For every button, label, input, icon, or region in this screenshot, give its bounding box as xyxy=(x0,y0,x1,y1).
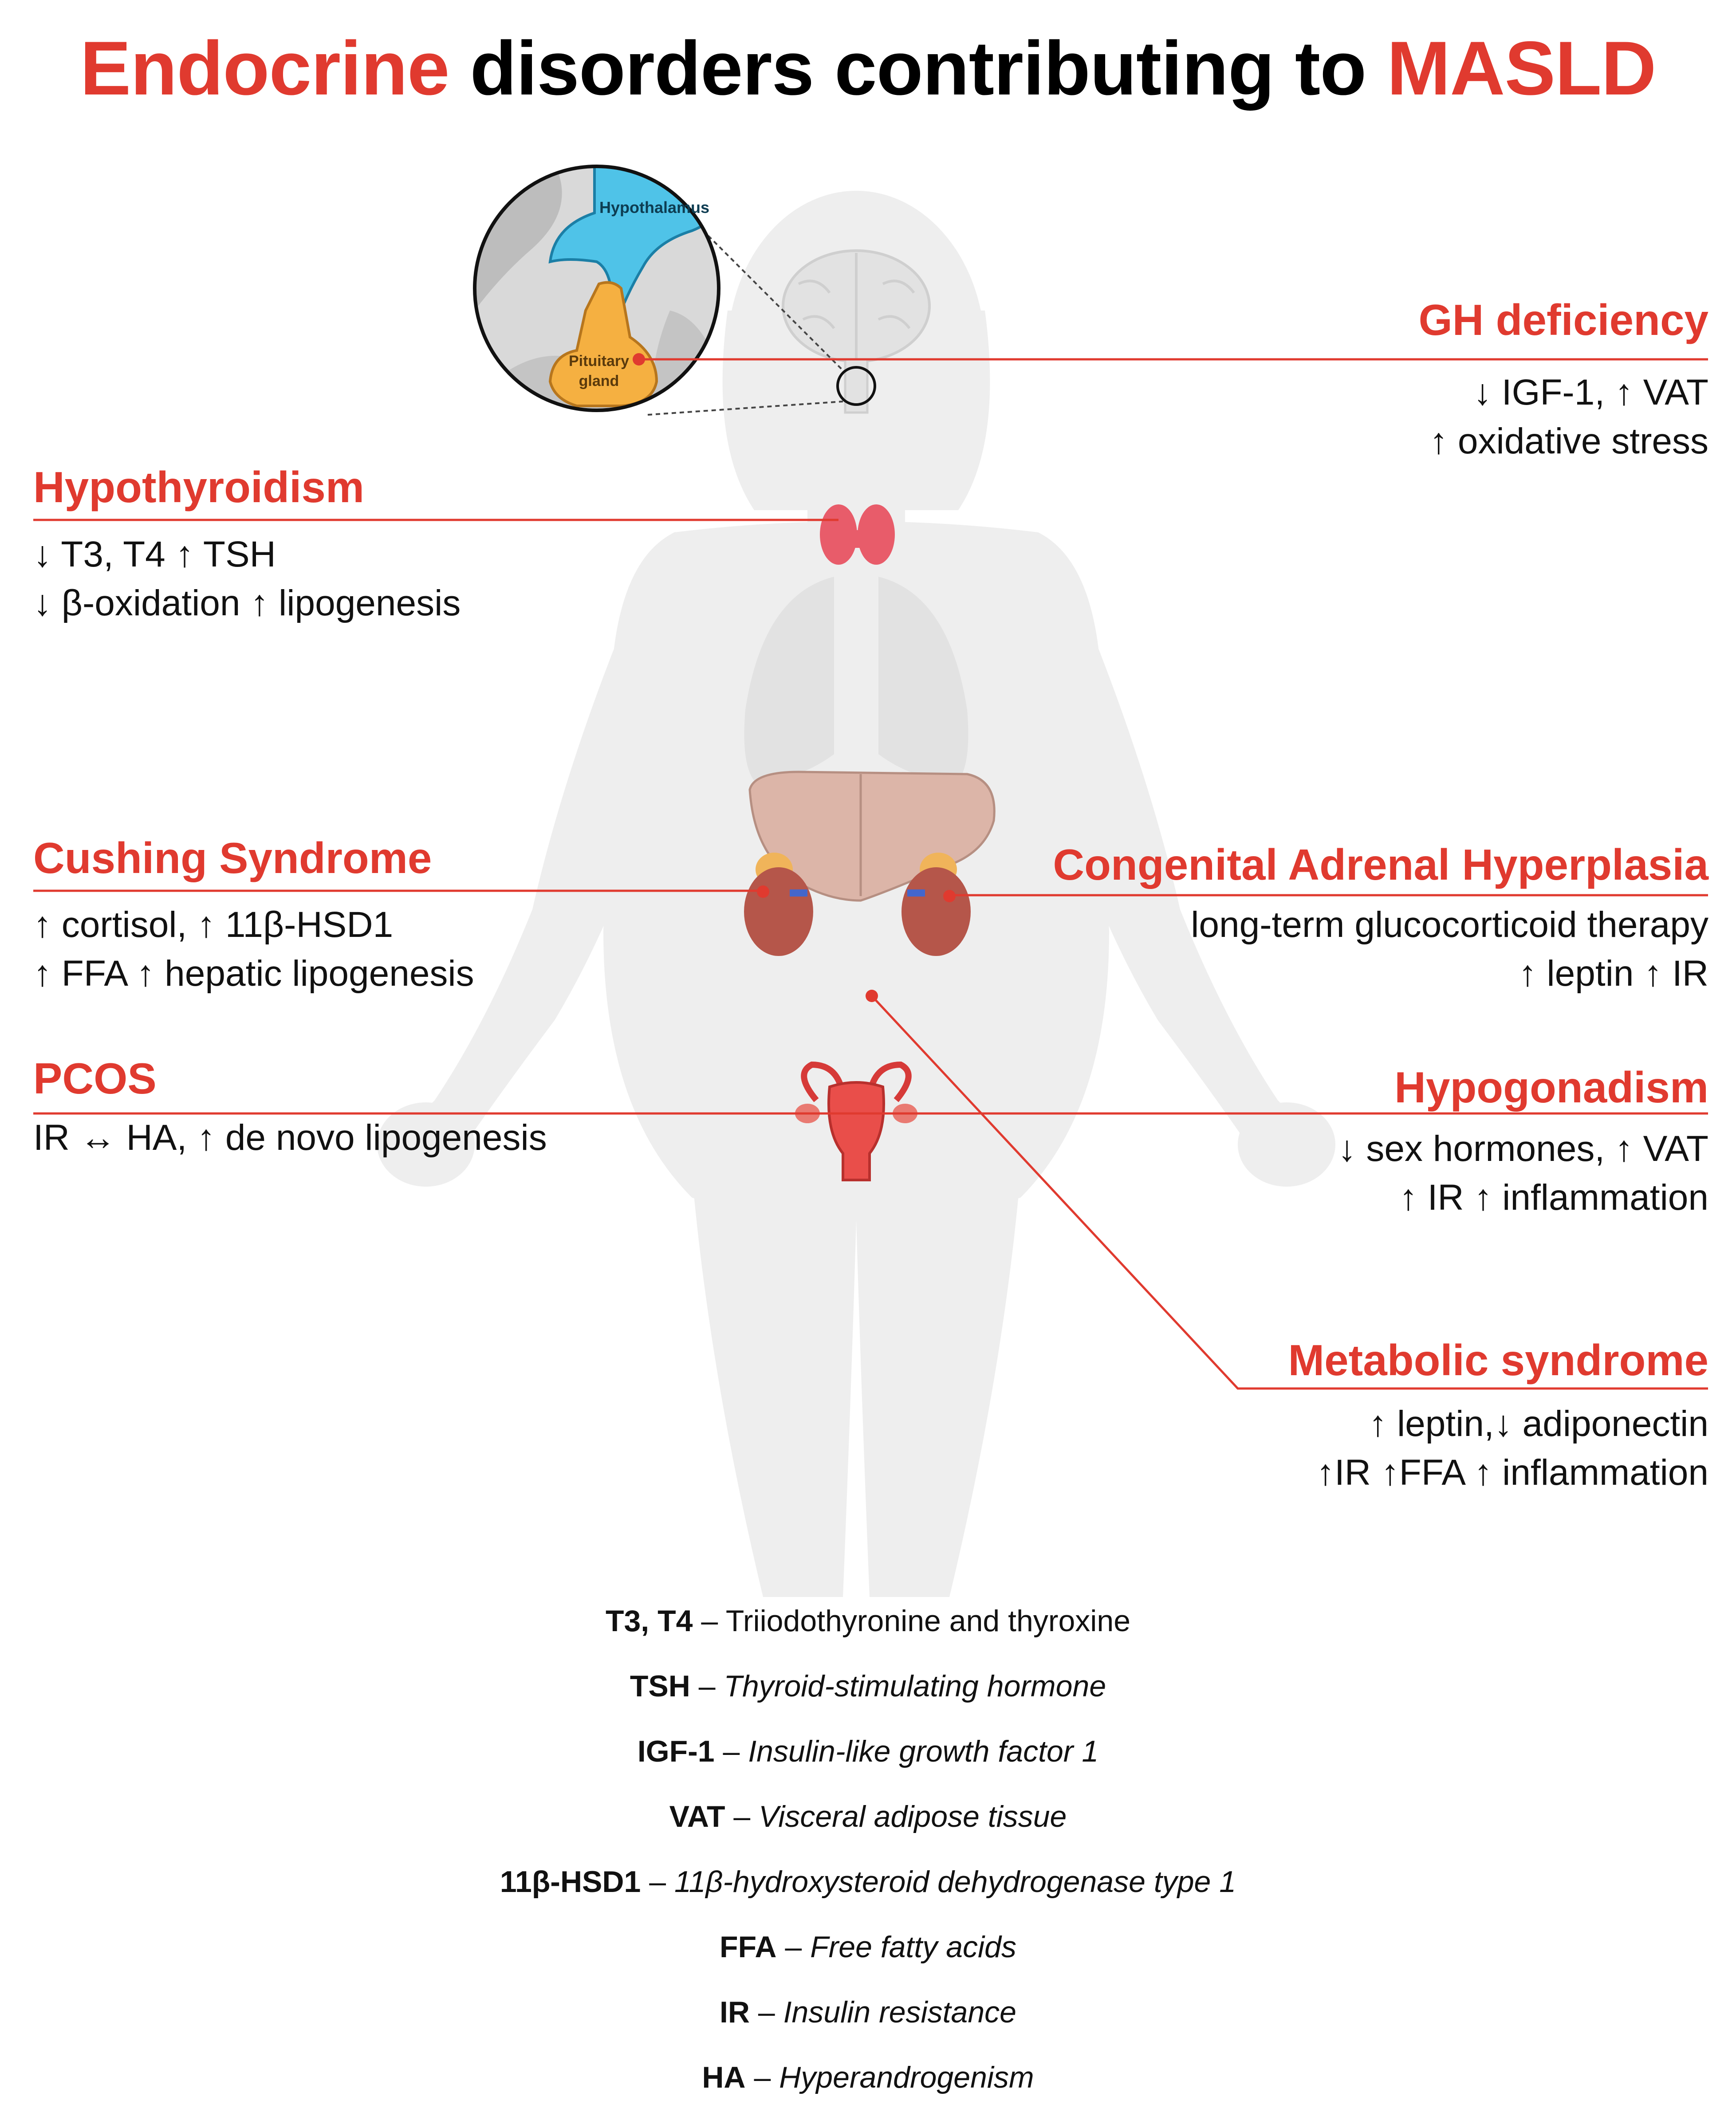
condition-cah-details: long-term glucocorticoid therapy ↑ lepti… xyxy=(1191,901,1708,998)
legend-definition: Free fatty acids xyxy=(810,1930,1016,1964)
legend-row: IR – Insulin resistance xyxy=(0,1995,1736,2060)
legend-separator: – xyxy=(693,1604,726,1638)
detail-line: IR ↔ HA, ↑ de novo lipogenesis xyxy=(33,1117,547,1158)
condition-pcos-details: IR ↔ HA, ↑ de novo lipogenesis xyxy=(33,1113,547,1162)
detail-line: ↑ leptin ↑ IR xyxy=(1518,953,1708,994)
legend-definition: Thyroid-stimulating hormone xyxy=(724,1669,1106,1703)
legend-definition: Insulin-like growth factor 1 xyxy=(748,1735,1099,1768)
legend-abbr: FFA xyxy=(720,1930,777,1964)
legend-definition: Triiodothyronine and thyroxine xyxy=(725,1604,1131,1638)
legend-definition: Visceral adipose tissue xyxy=(759,1800,1067,1833)
legend-definition: Insulin resistance xyxy=(783,1995,1016,2029)
condition-pcos: PCOS xyxy=(33,1054,157,1103)
detail-line: long-term glucocorticoid therapy xyxy=(1191,905,1708,945)
condition-hypothyroidism: Hypothyroidism xyxy=(33,463,364,511)
detail-line: ↑ leptin,↓ adiponectin xyxy=(1369,1404,1708,1444)
detail-line: ↓ β-oxidation ↑ lipogenesis xyxy=(33,583,461,623)
legend-row: TSH – Thyroid-stimulating hormone xyxy=(0,1669,1736,1734)
legend-separator: – xyxy=(690,1669,724,1703)
hypothalamus-label: Hypothalamus xyxy=(599,198,709,216)
legend-separator: – xyxy=(745,2061,779,2094)
legend-abbr: 11β-HSD1 xyxy=(500,1865,641,1899)
hypothalamus-inset: Hypothalamus Pituitary gland xyxy=(473,165,720,412)
legend-abbr: HA xyxy=(702,2061,746,2094)
legend-row: HA – Hyperandrogenism xyxy=(0,2060,1736,2125)
lungs xyxy=(744,577,968,781)
condition-gh-deficiency: GH deficiency xyxy=(1418,295,1708,344)
legend-separator: – xyxy=(750,1995,783,2029)
title-masld: MASLD xyxy=(1386,26,1656,111)
condition-metabolic-syndrome: Metabolic syndrome xyxy=(1288,1336,1708,1385)
condition-hypothyroidism-details: ↓ T3, T4 ↑ TSH ↓ β-oxidation ↑ lipogenes… xyxy=(33,530,461,628)
condition-cushing-syndrome-details: ↑ cortisol, ↑ 11β-HSD1 ↑ FFA ↑ hepatic l… xyxy=(33,901,474,998)
brain xyxy=(782,249,931,414)
legend-row: VAT – Visceral adipose tissue xyxy=(0,1799,1736,1864)
condition-gh-deficiency-details: ↓ IGF-1, ↑ VAT ↑ oxidative stress xyxy=(1429,368,1708,466)
legend-separator: – xyxy=(714,1735,748,1768)
detail-line: ↓ T3, T4 ↑ TSH xyxy=(33,534,276,574)
condition-congenital-adrenal-hyperplasia: Congenital Adrenal Hyperplasia xyxy=(1053,840,1708,889)
detail-line: ↑ oxidative stress xyxy=(1429,421,1708,461)
title-middle: disorders contributing to xyxy=(449,26,1387,111)
condition-metabolic-syndrome-details: ↑ leptin,↓ adiponectin ↑IR ↑FFA ↑ inflam… xyxy=(1316,1400,1708,1497)
detail-line: ↑ IR ↑ inflammation xyxy=(1399,1177,1708,1218)
condition-hypogonadism-details: ↓ sex hormones, ↑ VAT ↑ IR ↑ inflammatio… xyxy=(1338,1125,1708,1222)
legend-separator: – xyxy=(725,1800,759,1833)
legend-row: FFA – Free fatty acids xyxy=(0,1930,1736,1995)
detail-line: ↓ IGF-1, ↑ VAT xyxy=(1473,372,1708,413)
inset-connectors xyxy=(647,201,844,416)
legend-row: T3, T4 – Triiodothyronine and thyroxine xyxy=(0,1604,1736,1669)
legend-abbr: TSH xyxy=(630,1669,690,1703)
connector-dots xyxy=(633,353,956,1002)
page-title: Endocrine disorders contributing to MASL… xyxy=(0,24,1736,112)
legend-row: IGF-1 – Insulin-like growth factor 1 xyxy=(0,1734,1736,1799)
pituitary-label-line1: Pituitary xyxy=(569,353,629,370)
detail-line: ↑ FFA ↑ hepatic lipogenesis xyxy=(33,953,474,994)
detail-line: ↑IR ↑FFA ↑ inflammation xyxy=(1316,1452,1708,1493)
legend-row: 11β-HSD1 – 11β-hydroxysteroid dehydrogen… xyxy=(0,1864,1736,1930)
legend-abbr: T3, T4 xyxy=(605,1604,693,1638)
uterus xyxy=(795,1061,917,1181)
title-endocrine: Endocrine xyxy=(80,26,450,111)
legend-definition: 11β-hydroxysteroid dehydrogenase type 1 xyxy=(674,1865,1236,1899)
detail-line: ↑ cortisol, ↑ 11β-HSD1 xyxy=(33,905,394,945)
legend-definition: Hyperandrogenism xyxy=(779,2061,1034,2094)
legend-separator: – xyxy=(641,1865,674,1899)
legend-abbr: IR xyxy=(720,1995,750,2029)
legend-abbr: VAT xyxy=(669,1800,725,1833)
condition-cushing-syndrome: Cushing Syndrome xyxy=(33,834,432,882)
legend-abbr: IGF-1 xyxy=(637,1735,715,1768)
condition-hypogonadism: Hypogonadism xyxy=(1394,1063,1708,1112)
pituitary-label-line2: gland xyxy=(579,373,619,389)
abbreviation-legend: T3, T4 – Triiodothyronine and thyroxine … xyxy=(0,1604,1736,2125)
connector-lines xyxy=(33,358,1708,1390)
detail-line: ↓ sex hormones, ↑ VAT xyxy=(1338,1129,1708,1169)
legend-separator: – xyxy=(776,1930,811,1964)
